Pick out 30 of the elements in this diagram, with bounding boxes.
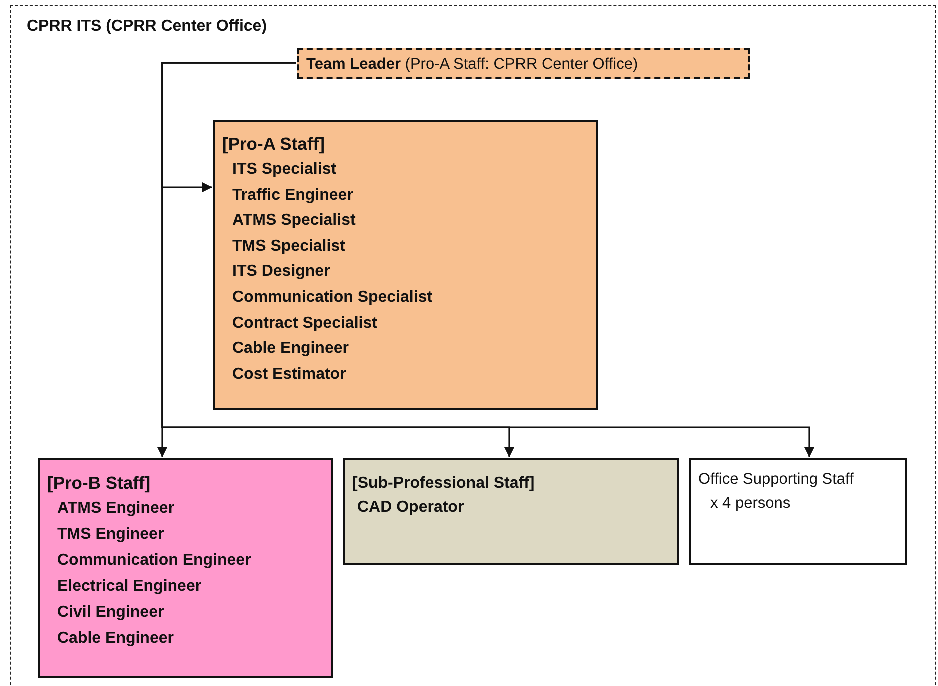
list-item: Office Supporting Staff: [698, 470, 854, 490]
list-item: Cost Estimator: [232, 364, 346, 385]
list-item: x 4 persons: [710, 494, 791, 514]
process-box: [212, 120, 598, 410]
process-box: [688, 458, 906, 564]
group-frame: [10, 5, 936, 686]
list-item: Contract Specialist: [232, 314, 378, 334]
list-item: Traffic Engineer: [232, 186, 354, 206]
connector-arrow: [162, 62, 814, 458]
process-box: [342, 458, 678, 564]
list-item: ATMS Specialist: [232, 211, 356, 232]
list-item: Cable Engineer: [56, 628, 174, 648]
process-box: [38, 458, 332, 678]
heading: [Pro-A Staff]: [222, 132, 325, 156]
process-box: [296, 48, 750, 78]
list-item: CAD Operator: [356, 498, 464, 518]
list-item: ITS Designer: [232, 262, 330, 282]
list-item: Cable Engineer: [232, 339, 349, 360]
list-item: ATMS Engineer: [56, 498, 175, 518]
list-item: Communication Specialist: [232, 288, 433, 308]
label-text: Team Leader (Pro-A Staff: CPRR Center Office): [306, 54, 638, 74]
list-item: [Sub-Professional Staff]: [352, 474, 535, 494]
list-item: TMS Specialist: [232, 236, 346, 257]
list-item: TMS Engineer: [56, 524, 164, 544]
list-item: ITS Specialist: [232, 160, 337, 180]
label-text: CPRR ITS (CPRR Center Office): [27, 17, 268, 37]
list-item: Electrical Engineer: [56, 576, 202, 596]
list-item: Civil Engineer: [56, 602, 164, 622]
heading: [Pro-B Staff]: [48, 472, 151, 495]
list-item: Communication Engineer: [56, 550, 252, 570]
